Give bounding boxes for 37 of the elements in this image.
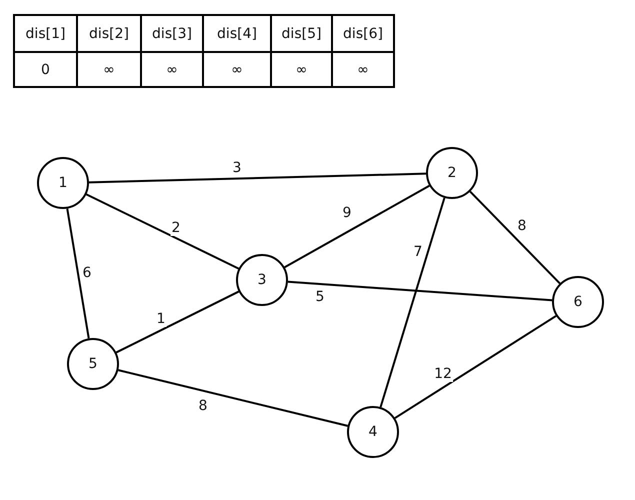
edge-line	[469, 190, 561, 284]
edge-line	[86, 194, 240, 270]
column-header: dis[5]	[271, 15, 332, 52]
distance-value: ∞	[271, 52, 332, 87]
vertex-circle	[347, 406, 399, 458]
weight-label: 1	[156, 311, 166, 327]
distance-value: 0	[14, 52, 77, 87]
edge-line	[66, 208, 90, 339]
distance-value: ∞	[77, 52, 141, 87]
edge-line	[380, 198, 446, 408]
edge-line	[284, 184, 430, 268]
vertex-circle	[236, 254, 288, 306]
edge-line	[118, 369, 348, 427]
distance-value: ∞	[332, 52, 394, 87]
vertex-number: 5	[88, 357, 98, 371]
column-header: dis[3]	[141, 15, 203, 52]
column-header: dis[4]	[203, 15, 271, 52]
column-header: dis[1]	[14, 15, 77, 52]
edge-line	[288, 280, 552, 302]
edge-line	[88, 172, 426, 184]
vertex-circle	[37, 157, 89, 209]
distance-value: ∞	[141, 52, 203, 87]
vertex-circle	[552, 276, 604, 328]
vertex-circle	[67, 338, 119, 390]
distance-value: ∞	[203, 52, 271, 87]
vertex-number: 3	[258, 273, 266, 287]
weight-label: 12	[433, 366, 453, 382]
vertex-number: 4	[368, 425, 378, 439]
vertex-circle	[426, 147, 478, 199]
column-header: dis[6]	[332, 15, 394, 52]
edge-line	[394, 315, 557, 419]
vertex-number: 1	[58, 176, 68, 190]
vertex-number: 6	[574, 295, 582, 309]
edge-line	[116, 290, 240, 354]
weight-label: 2	[170, 220, 182, 236]
column-header: dis[2]	[77, 15, 141, 52]
vertex-number: 2	[448, 166, 456, 180]
